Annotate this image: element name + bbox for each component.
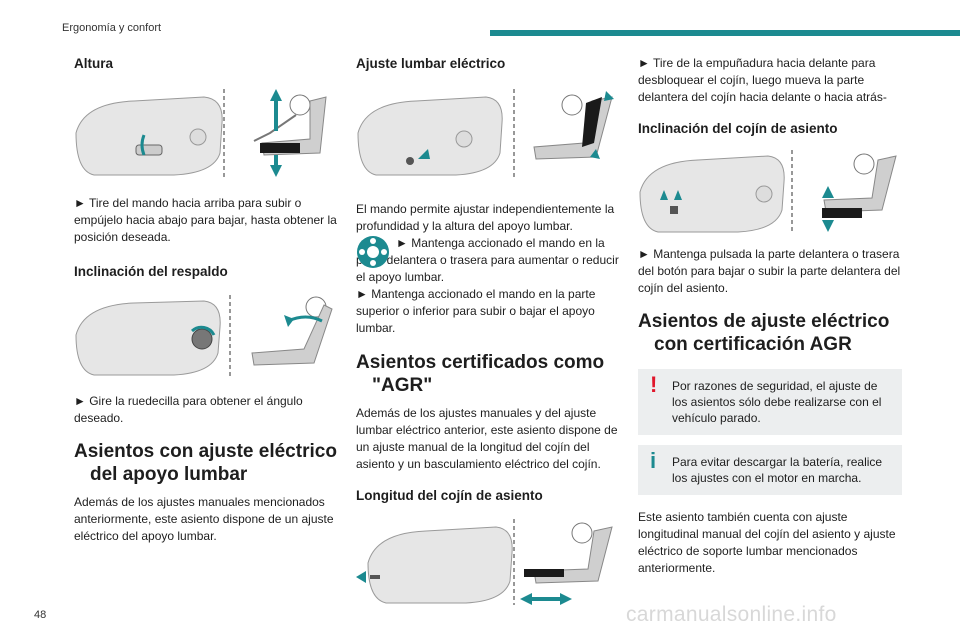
- warning-icon: !: [650, 372, 658, 397]
- lumbar-control-block: ► Mantenga accionado el mando en la part…: [356, 235, 620, 286]
- agr-intro: Además de los ajustes manuales y del aju…: [356, 406, 618, 471]
- column-3: ► Tire de la empuñadura hacia delante pa…: [638, 55, 902, 577]
- heading-lumbar-line2: del apoyo lumbar: [90, 464, 248, 485]
- page-number: 48: [34, 609, 47, 621]
- section-header: Ergonomía y confort: [62, 22, 162, 34]
- heading-altura: Altura: [74, 56, 114, 71]
- four-way-control-icon: [356, 235, 390, 269]
- altura-instructions: ► Tire del mando hacia arriba para subir…: [74, 196, 337, 244]
- heading-agr-line2: "AGR": [372, 375, 433, 396]
- heading-agr-electric-line1: Asientos de ajuste eléctrico: [638, 311, 890, 332]
- info-icon: i: [650, 448, 657, 473]
- longitud-instructions: ► Tire de la empuñadura hacia delante pa…: [638, 56, 887, 104]
- heading-agr-line1: Asientos certificados como: [356, 352, 605, 373]
- heading-lumbar-seats: Asientos con ajuste eléctrico del apoyo …: [74, 440, 338, 486]
- illustration-cushion-tilt: [638, 146, 902, 236]
- warning-note: ! Por razones de seguridad, el ajuste de…: [638, 369, 902, 435]
- illustration-lumbar: [356, 83, 620, 181]
- heading-agr-electric-line2: con certificación AGR: [654, 334, 852, 355]
- lumbar-text-2: ► Mantenga accionado el mando en la part…: [356, 236, 619, 284]
- column-1: Altura ► Tire del mando hacia arriba par…: [74, 55, 338, 545]
- header-accent-bar: [490, 30, 960, 36]
- info-note: i Para evitar descargar la batería, real…: [638, 445, 902, 495]
- info-text: Para evitar descargar la batería, realic…: [672, 455, 883, 485]
- inclinacion-instructions: ► Mantenga pulsada la parte delantera o …: [638, 247, 901, 295]
- heading-lumbar-adjust: Ajuste lumbar eléctrico: [356, 56, 506, 71]
- lumbar-intro: Además de los ajustes manuales mencionad…: [74, 495, 334, 543]
- heading-agr-certified: Asientos certificados como "AGR": [356, 351, 620, 397]
- warning-text: Por razones de seguridad, el ajuste de l…: [672, 379, 882, 425]
- illustration-seat-height: [74, 83, 338, 181]
- heading-lumbar-line1: Asientos con ajuste eléctrico: [74, 441, 337, 462]
- heading-cushion-tilt: Inclinación del cojín de asiento: [638, 121, 838, 136]
- illustration-backrest-tilt: [74, 291, 338, 379]
- heading-cushion-length: Longitud del cojín de asiento: [356, 488, 543, 503]
- illustration-cushion-length: [356, 515, 620, 607]
- lumbar-text-3: ► Mantenga accionado el mando en la part…: [356, 287, 596, 335]
- respaldo-instructions: ► Gire la ruedecilla para obtener el áng…: [74, 394, 303, 425]
- column-2: Ajuste lumbar eléctrico El mando permite…: [356, 55, 620, 607]
- lumbar-text-1: El mando permite ajustar independienteme…: [356, 202, 615, 233]
- heading-respaldo: Inclinación del respaldo: [74, 264, 228, 279]
- agr-final-text: Este asiento también cuenta con ajuste l…: [638, 510, 896, 575]
- heading-agr-electric: Asientos de ajuste eléctrico con certifi…: [638, 310, 902, 356]
- watermark: carmanualsonline.info: [626, 603, 837, 626]
